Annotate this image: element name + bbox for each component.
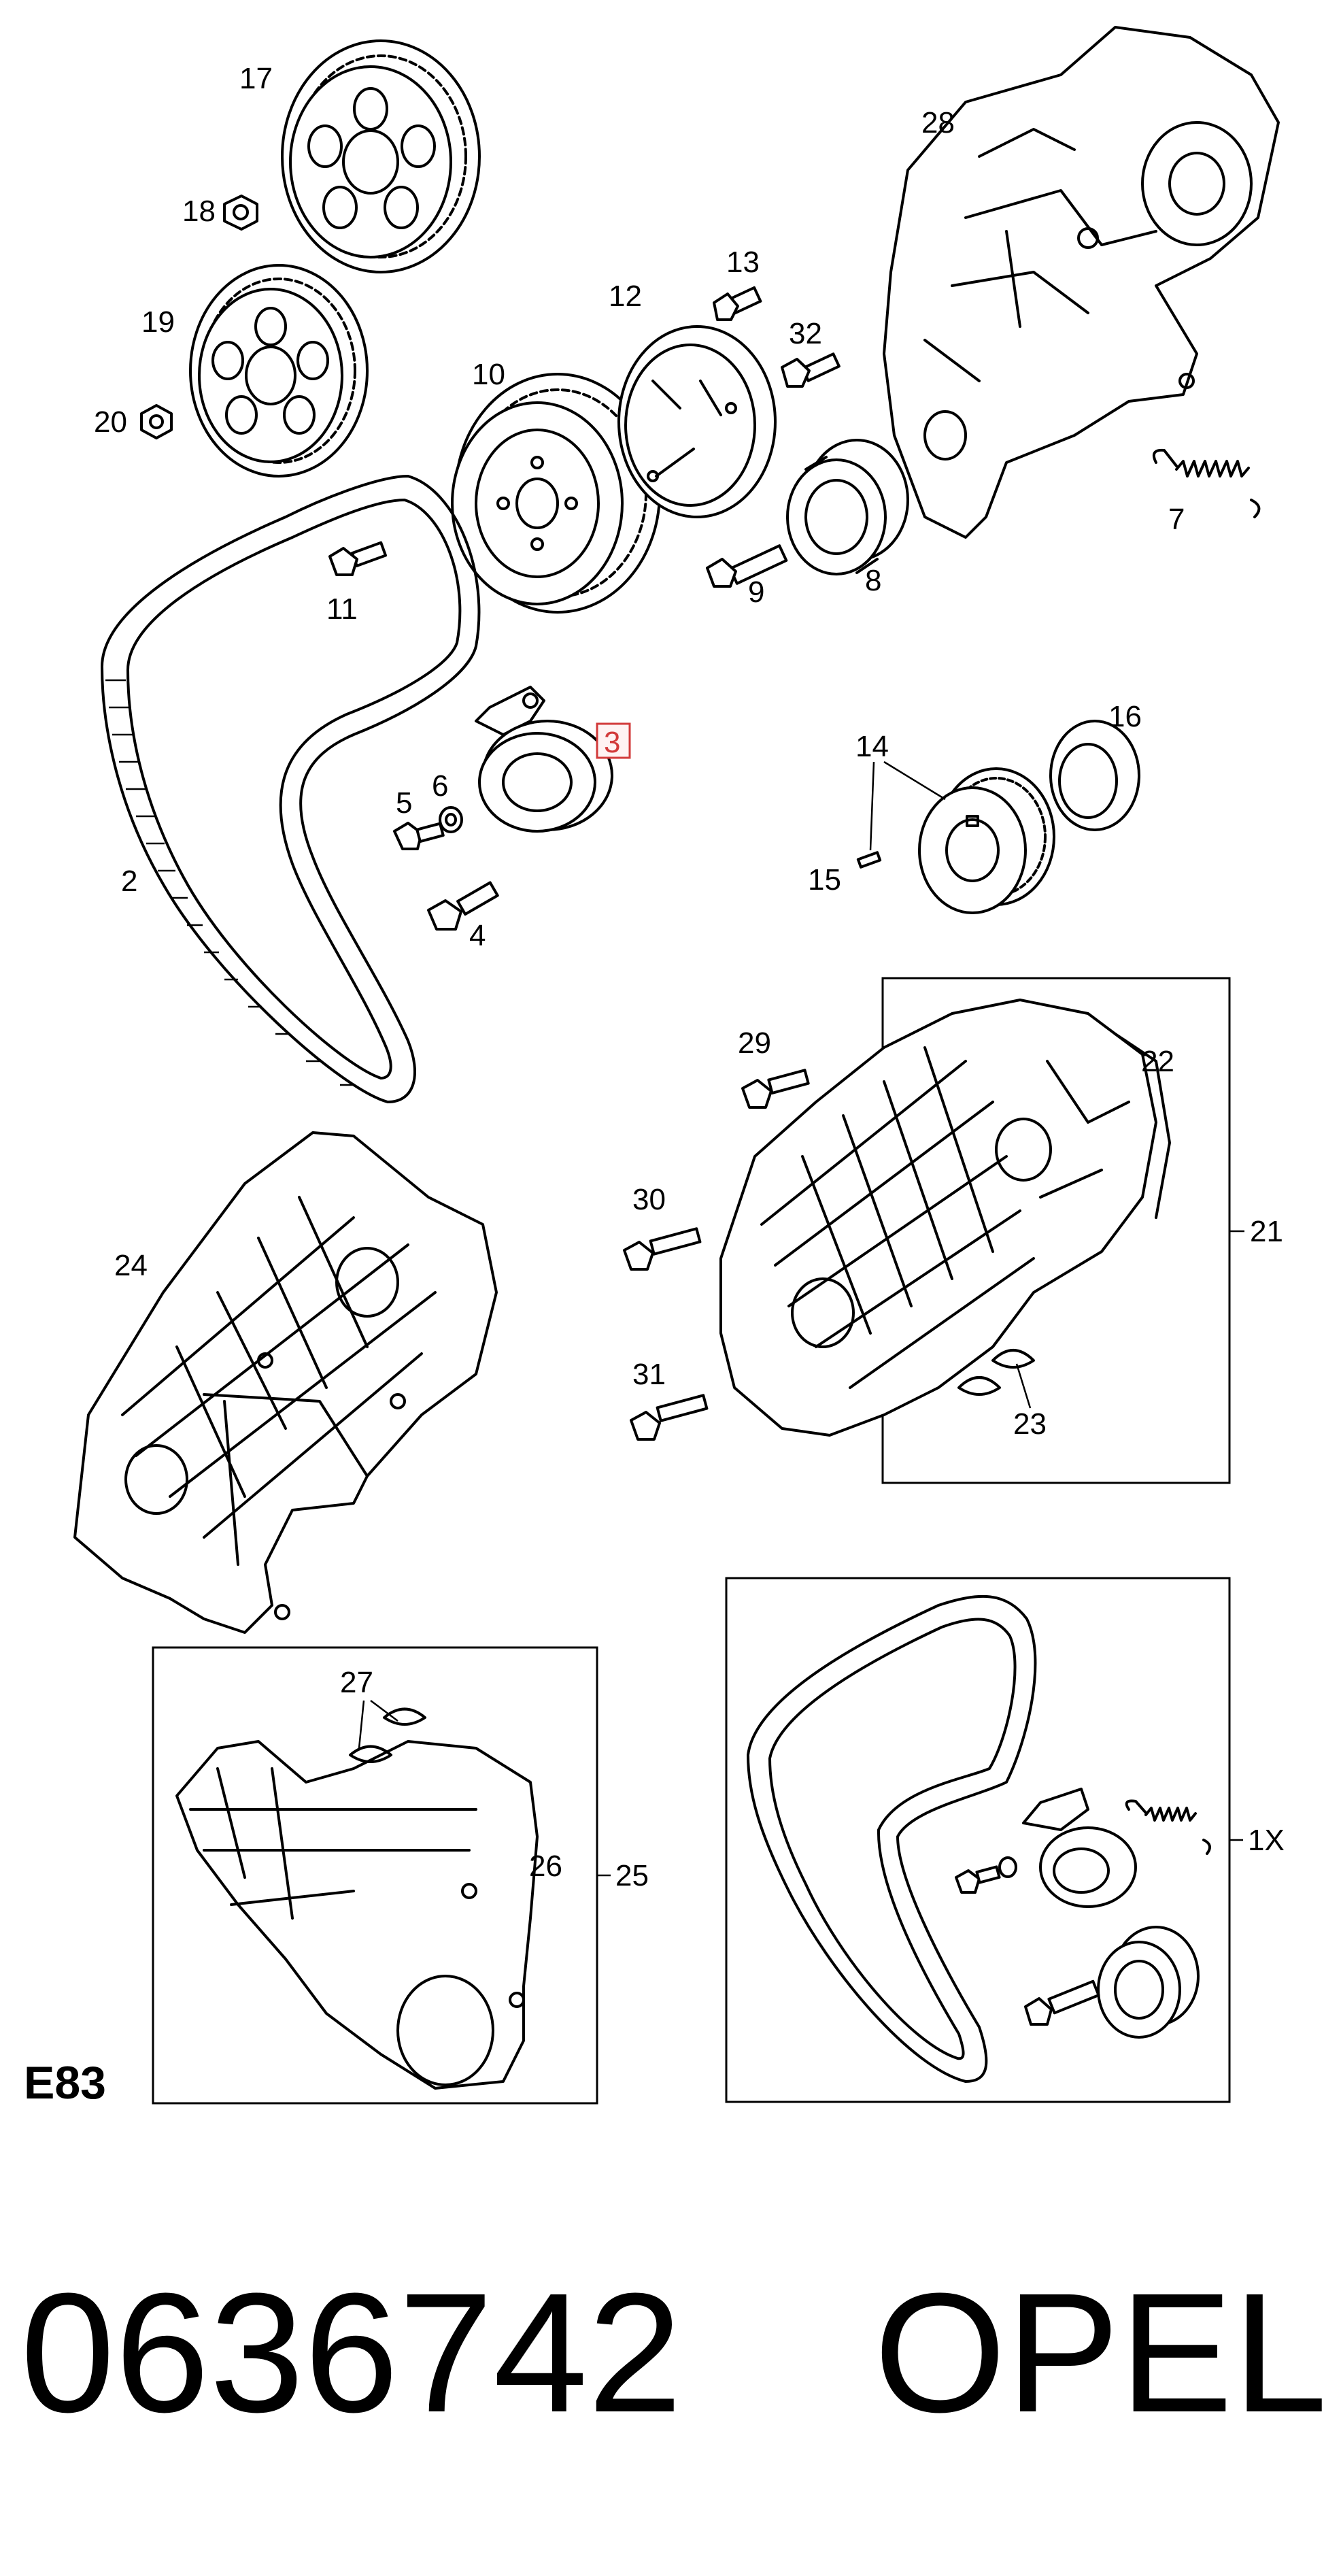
leader-27 (358, 1700, 398, 1749)
callout-9: 9 (748, 575, 764, 609)
callout-3[interactable]: 3 (604, 726, 620, 759)
callout-11: 11 (326, 592, 358, 626)
part-24-front-cover[interactable] (73, 1131, 498, 1634)
brand-name: OPEL (874, 2258, 1327, 2447)
part-2-timing-belt[interactable] (101, 475, 481, 1103)
part-23-clips[interactable] (957, 1349, 1035, 1396)
callout-30: 30 (632, 1183, 666, 1216)
callout-15: 15 (808, 863, 841, 897)
callout-24: 24 (114, 1249, 148, 1282)
part-4-bolt[interactable] (427, 881, 499, 931)
callout-5: 5 (396, 786, 412, 820)
part-10-crank-pulley[interactable] (451, 373, 661, 614)
callout-6: 6 (432, 769, 448, 803)
callout-1x: 1X (1248, 1824, 1285, 1857)
callout-22: 22 (1141, 1045, 1174, 1078)
callout-25: 25 (615, 1859, 649, 1892)
callout-28: 28 (921, 106, 955, 139)
part-30-bolt[interactable] (623, 1227, 702, 1271)
part-5-bolt[interactable] (393, 822, 445, 850)
part-18-nut[interactable] (223, 195, 258, 231)
callout-23: 23 (1013, 1407, 1047, 1441)
part-31-bolt[interactable] (630, 1394, 709, 1441)
part-32-bolt[interactable] (781, 352, 841, 388)
callout-2: 2 (121, 865, 137, 898)
callout-27: 27 (340, 1666, 373, 1699)
callout-18: 18 (182, 195, 216, 228)
highlight-box-3 (596, 722, 631, 759)
part-22-front-cover[interactable] (719, 999, 1171, 1437)
part-14-crank-gear[interactable] (918, 767, 1055, 914)
callout-13: 13 (726, 246, 760, 279)
kit-tensioner[interactable] (1022, 1788, 1137, 1908)
callout-14: 14 (855, 730, 889, 763)
part-17-camshaft-sprocket[interactable] (281, 39, 481, 273)
part-27-clips[interactable] (349, 1707, 426, 1763)
part-6-washer[interactable] (439, 806, 463, 833)
callout-20: 20 (94, 405, 127, 439)
section-code: E83 (24, 2057, 106, 2109)
part-28-rear-cover[interactable] (883, 26, 1280, 539)
part-19-sprocket[interactable] (189, 264, 369, 478)
part-26-lower-cover[interactable] (175, 1740, 539, 2090)
leader-14 (869, 760, 946, 851)
kit-timing-belt[interactable] (747, 1594, 1037, 2083)
part-7-spring[interactable] (1153, 448, 1261, 518)
part-15-pin[interactable] (856, 851, 882, 869)
part-8-sleeve[interactable] (786, 439, 909, 575)
callout-4: 4 (469, 919, 486, 952)
part-9-bolt[interactable] (706, 544, 788, 588)
callout-21: 21 (1250, 1215, 1283, 1248)
part-number: 0636742 (20, 2258, 682, 2447)
callout-32: 32 (789, 317, 822, 350)
kit-spring[interactable] (1125, 1799, 1211, 1855)
leader-23 (1015, 1363, 1032, 1409)
callout-7: 7 (1168, 503, 1185, 536)
kit-bolt-small[interactable] (955, 1856, 1017, 1894)
part-29-bolt[interactable] (741, 1069, 810, 1109)
part-11-bolt[interactable] (328, 541, 388, 576)
part-12-cover-plate[interactable] (617, 325, 777, 518)
callout-26: 26 (529, 1850, 562, 1883)
kit-sleeve[interactable] (1097, 1926, 1200, 2039)
callout-31: 31 (632, 1358, 666, 1391)
part-16-washer[interactable] (1049, 720, 1140, 831)
part-13-bolt[interactable] (713, 286, 762, 321)
part-20-nut[interactable] (140, 404, 173, 439)
callout-19: 19 (141, 305, 175, 339)
callout-10: 10 (472, 358, 505, 391)
kit-bolt-long[interactable] (1024, 1979, 1100, 2026)
callout-12: 12 (609, 280, 642, 313)
callout-16: 16 (1108, 700, 1142, 733)
callout-17: 17 (239, 62, 273, 95)
callout-8: 8 (865, 564, 881, 597)
callout-29: 29 (738, 1026, 771, 1060)
part-3-tensioner[interactable] (475, 686, 613, 833)
